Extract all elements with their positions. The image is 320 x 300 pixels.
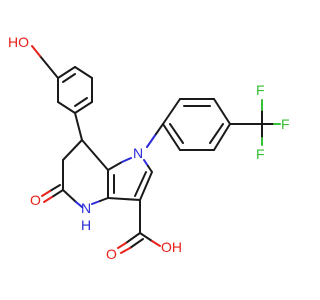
cooh-co2-red: [120, 247, 131, 254]
co-bond2-red: [41, 190, 51, 197]
atom-o-lactam: O: [30, 192, 41, 208]
cooh-oh-red: [151, 240, 161, 247]
atom-o-acid: O: [106, 246, 117, 262]
phenol-ring: [57, 66, 93, 114]
molecule-diagram: HO N F F F O N H O OH: [8, 34, 290, 262]
structure-svg: HO N F F F O N H O OH: [8, 34, 290, 262]
pyrrole-ring: [107, 157, 153, 201]
cooh-co: [125, 232, 141, 244]
n-aryl-bond: [155, 123, 164, 135]
atom-oh-acid: OH: [161, 239, 182, 255]
atom-f3: F: [256, 146, 265, 162]
atom-n4: N: [81, 200, 91, 216]
ho-bond-red: [31, 45, 41, 57]
cooh-oh: [139, 232, 153, 242]
aryl-c7-bond: [74, 112, 83, 141]
ho-bond: [39, 55, 59, 79]
atom-f1: F: [256, 82, 265, 98]
cooh-co-red: [117, 242, 127, 249]
co-bond-red: [43, 196, 53, 203]
co-bond2: [49, 184, 61, 192]
lactam-ring: [62, 139, 115, 208]
atom-f2: F: [281, 116, 290, 132]
aryl-ring: [162, 98, 231, 151]
n-aryl-bond-n: [146, 133, 157, 148]
atom-n1: N: [133, 145, 143, 161]
cooh-co2: [129, 238, 144, 249]
atom-ho-top: HO: [8, 34, 29, 50]
co-bond: [51, 189, 64, 198]
atom-h-n4: H: [81, 217, 91, 233]
